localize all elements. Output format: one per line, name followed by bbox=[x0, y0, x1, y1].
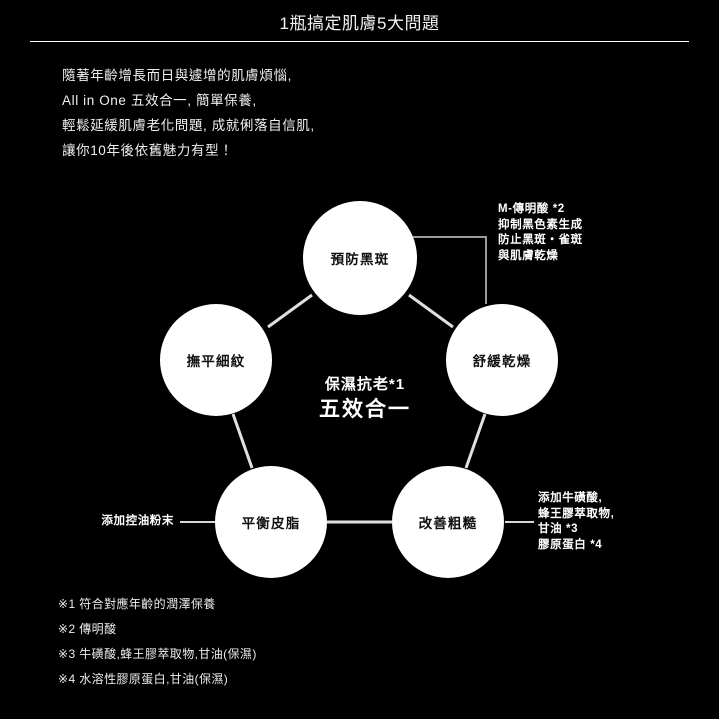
page-title: 1瓶搞定肌膚5大問題 bbox=[279, 13, 440, 33]
footnote-line: ※3 牛磺酸,蜂王膠萃取物,甘油(保濕) bbox=[58, 647, 257, 661]
callout-line: 蜂王膠萃取物, bbox=[538, 507, 615, 520]
callout-line: 添加控油粉末 bbox=[101, 515, 174, 527]
callout-line: M-傳明酸 *2 bbox=[498, 203, 565, 215]
callout-line: 抑制黑色素生成 bbox=[498, 218, 583, 231]
intro-paragraph: 隨著年齡增長而日與遽增的肌膚煩惱, All in One 五效合一, 簡單保養,… bbox=[62, 63, 482, 163]
intro-line: All in One 五效合一, 簡單保養, bbox=[62, 93, 257, 108]
callout-line: 與肌膚乾燥 bbox=[498, 249, 559, 262]
edge-dryness-to-roughness bbox=[464, 413, 487, 469]
callout-line: 添加牛磺酸, bbox=[538, 492, 603, 504]
header-divider bbox=[30, 41, 689, 42]
intro-line: 輕鬆延緩肌膚老化問題, 成就俐落自信肌, bbox=[62, 118, 315, 133]
callout-balance-sebum: 添加控油粉末 bbox=[54, 514, 174, 530]
center-main-label: 五效合一 bbox=[319, 398, 411, 421]
edge-lines-to-sebum bbox=[231, 413, 254, 469]
header-bar: 1瓶搞定肌膚5大問題 bbox=[30, 2, 689, 40]
node-label: 舒緩乾燥 bbox=[472, 354, 532, 369]
node-label: 預防黑斑 bbox=[330, 252, 390, 267]
callout-dark-spots: M-傳明酸 *2 抑制黑色素生成 防止黑斑・雀斑 與肌膚乾燥 bbox=[498, 202, 583, 264]
intro-line: 讓你10年後依舊魅力有型！ bbox=[62, 143, 234, 158]
callout-connector-dark-spots bbox=[413, 236, 487, 304]
node-prevent-dark-spots[interactable]: 預防黑斑 bbox=[303, 201, 417, 315]
callout-improve-roughness: 添加牛磺酸, 蜂王膠萃取物, 甘油 *3 膠原蛋白 *4 bbox=[538, 491, 614, 553]
node-balance-sebum[interactable]: 平衡皮脂 bbox=[215, 466, 327, 578]
diagram-center-label: 保濕抗老*1 五效合一 bbox=[280, 374, 450, 424]
intro-line: 隨著年齡增長而日與遽增的肌膚煩惱, bbox=[62, 68, 292, 83]
edge-spots-to-dryness bbox=[408, 293, 454, 329]
footnotes-block: ※1 符合對應年齡的潤澤保養 ※2 傳明酸 ※3 牛磺酸,蜂王膠萃取物,甘油(保… bbox=[58, 592, 478, 692]
node-label: 撫平細紋 bbox=[186, 354, 246, 369]
callout-line: 膠原蛋白 *4 bbox=[538, 538, 603, 551]
node-label: 改善粗糙 bbox=[418, 516, 478, 531]
node-label: 平衡皮脂 bbox=[241, 516, 301, 531]
footnote-line: ※2 傳明酸 bbox=[58, 622, 117, 636]
callout-line: 防止黑斑・雀斑 bbox=[498, 234, 583, 246]
callout-line: 甘油 *3 bbox=[538, 523, 579, 535]
node-improve-roughness[interactable]: 改善粗糙 bbox=[392, 466, 504, 578]
edge-lines-to-spots bbox=[267, 293, 313, 329]
footnote-line: ※1 符合對應年齡的潤澤保養 bbox=[58, 597, 216, 611]
node-soothe-dryness[interactable]: 舒緩乾燥 bbox=[446, 304, 558, 416]
center-sublabel: 保濕抗老*1 bbox=[324, 376, 406, 393]
footnote-line: ※4 水溶性膠原蛋白,甘油(保濕) bbox=[58, 672, 229, 686]
node-smooth-fine-lines[interactable]: 撫平細紋 bbox=[160, 304, 272, 416]
